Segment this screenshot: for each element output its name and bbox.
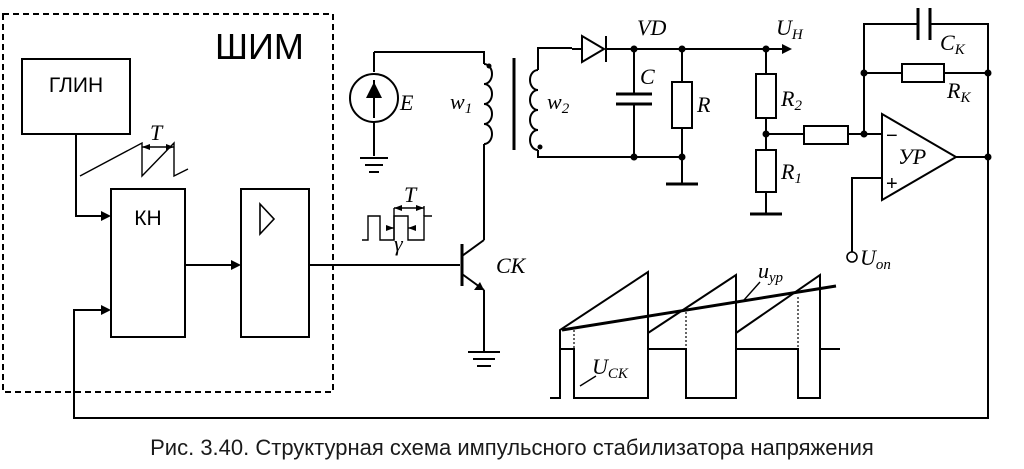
control-voltage-line [561, 284, 837, 332]
capacitor-label: C [640, 64, 655, 89]
r1-label: R1 [780, 159, 802, 187]
figure-caption: Рис. 3.40. Структурная схема импульсного… [150, 435, 874, 460]
pwm-block: ШИМ [2, 13, 334, 393]
amplifier-label: УР [898, 144, 926, 169]
error-amplifier: − + УР RK CK Uоп [803, 8, 992, 273]
sawtooth-a [559, 270, 649, 349]
comparator-label: КН [134, 207, 161, 230]
capacitor-c: C [616, 45, 655, 161]
load-label: R [696, 92, 711, 117]
w1-label: w1 [450, 89, 472, 117]
driver-block [240, 188, 310, 338]
ground-symbol-source [360, 157, 388, 173]
gamma-label: γ [394, 231, 404, 256]
driver-triangle-icon [259, 201, 276, 237]
switch-label: СК [496, 253, 527, 278]
plus-sign: + [886, 173, 898, 195]
pulse-waveform: T γ [362, 182, 432, 256]
pwm-title: ШИМ [215, 26, 304, 67]
ramp-period-label: T [150, 120, 164, 145]
diode-vd: VD UН [572, 15, 804, 64]
switch-voltage-waveform [550, 348, 840, 399]
pulse-period-label: T [404, 182, 418, 207]
ck-label: CK [940, 30, 966, 58]
control-voltage-label: uур [758, 258, 783, 286]
switch-transistor: СК [460, 239, 527, 367]
comparator-block: КН [110, 188, 186, 338]
rk-label: RK [946, 78, 971, 106]
voltage-source-e: E [349, 51, 485, 156]
source-label: E [399, 90, 414, 115]
resistor-rk [901, 63, 945, 83]
generator-block: ГЛИН [21, 58, 131, 135]
load-resistor-r: R [634, 45, 711, 186]
minus-sign: − [886, 125, 898, 147]
ramp-waveform: T [79, 120, 189, 178]
switch-voltage-label: UСК [592, 354, 629, 382]
input-resistor [803, 125, 849, 145]
pwm-wiring [73, 134, 989, 419]
resistor-r2 [755, 73, 777, 119]
timing-diagram: uур UСК [550, 258, 840, 399]
generator-label: ГЛИН [49, 74, 103, 97]
divider-resistors: R2 R1 [750, 45, 804, 216]
diode-label: VD [637, 15, 666, 40]
resistor-r1 [755, 149, 777, 193]
output-voltage-label: UН [776, 15, 804, 43]
reference-voltage-label: Uоп [860, 245, 891, 273]
r2-label: R2 [780, 86, 802, 114]
transformer: w1 w2 [450, 47, 634, 240]
w2-label: w2 [547, 89, 570, 117]
